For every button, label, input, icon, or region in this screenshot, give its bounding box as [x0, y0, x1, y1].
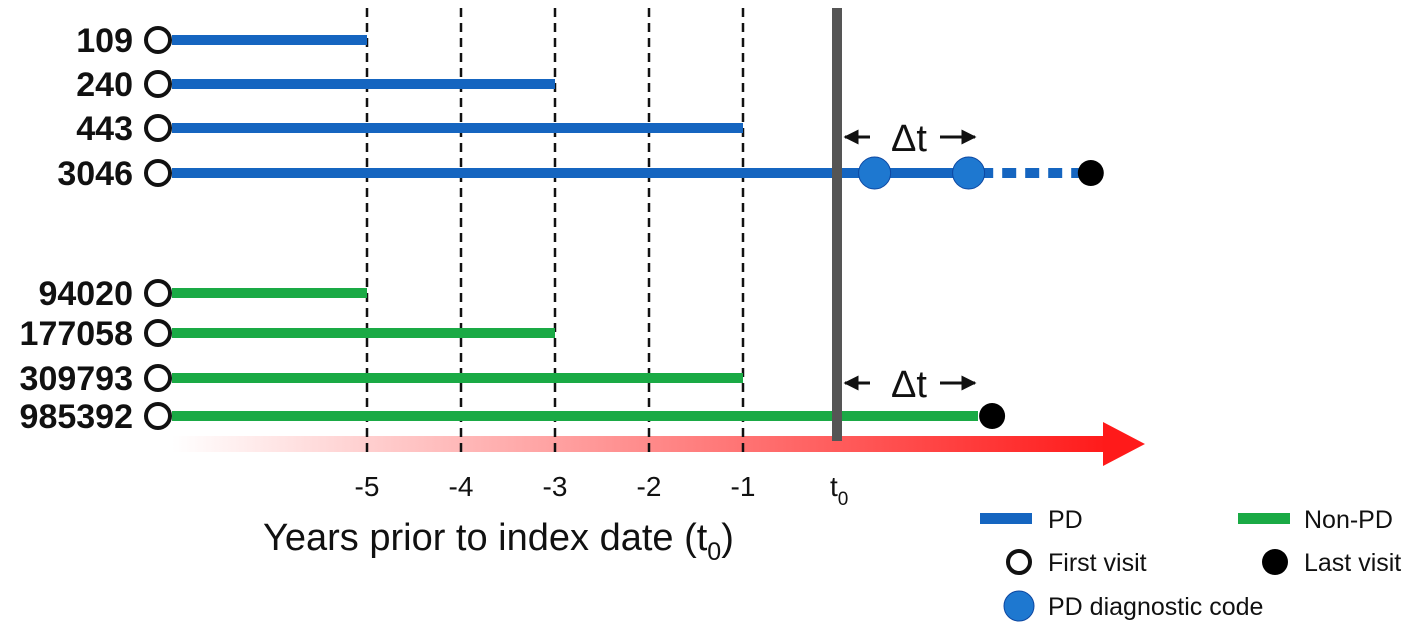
delta-t-nonpd-label: Δt — [891, 364, 927, 406]
pd-diagnostic-code-marker — [858, 156, 892, 190]
legend-nonpd-swatch — [1238, 513, 1290, 524]
legend: PD Non-PD First visit Last visit PD diag… — [980, 506, 1401, 622]
pd-diagnostic-code-marker — [952, 156, 986, 190]
last-visit-marker — [979, 403, 1006, 429]
pd-patient-id: 443 — [76, 110, 133, 148]
first-visit-marker — [144, 26, 172, 54]
tick-label: -2 — [637, 471, 662, 502]
nonpd-patient-id: 94020 — [38, 275, 133, 313]
legend-pd-label: PD — [1048, 506, 1083, 534]
tick-t0: t0 — [830, 471, 848, 510]
tick-label: -1 — [731, 471, 756, 502]
legend-last-visit-icon — [1262, 549, 1288, 575]
last-visit-marker — [1077, 160, 1104, 186]
first-visit-marker — [144, 159, 172, 187]
delta-t-nonpd: Δt — [843, 364, 977, 406]
legend-nonpd-label: Non-PD — [1304, 506, 1393, 534]
first-visit-marker — [144, 279, 172, 307]
tick-label: -3 — [543, 471, 568, 502]
first-visit-marker — [144, 319, 172, 347]
time-arrow-head — [1103, 422, 1145, 466]
first-visit-marker — [144, 402, 172, 430]
legend-last-visit-label: Last visit — [1304, 549, 1401, 577]
axis-title: Years prior to index date (t0) — [263, 517, 734, 566]
nonpd-patient-id: 177058 — [20, 315, 133, 353]
first-visit-marker — [144, 70, 172, 98]
legend-first-visit-icon — [1006, 549, 1032, 575]
index-date-bar — [832, 8, 842, 441]
legend-first-visit-label: First visit — [1048, 549, 1147, 577]
legend-pd-swatch — [980, 513, 1032, 524]
pd-patient-id: 109 — [76, 22, 133, 60]
first-visit-marker — [144, 364, 172, 392]
tick-label: -5 — [355, 471, 380, 502]
delta-t-pd: Δt — [843, 118, 977, 160]
legend-pd-code-icon — [1003, 590, 1035, 622]
delta-t-pd-label: Δt — [891, 118, 927, 160]
pd-patient-id: 3046 — [57, 155, 133, 193]
legend-pd-code-label: PD diagnostic code — [1048, 593, 1263, 621]
first-visit-marker — [144, 114, 172, 142]
tick-label: -4 — [449, 471, 474, 502]
pd-patient-id: 240 — [76, 66, 133, 104]
nonpd-patient-id: 309793 — [20, 360, 133, 398]
nonpd-patient-id: 985392 — [20, 398, 133, 436]
time-arrow-shaft — [172, 436, 1107, 452]
